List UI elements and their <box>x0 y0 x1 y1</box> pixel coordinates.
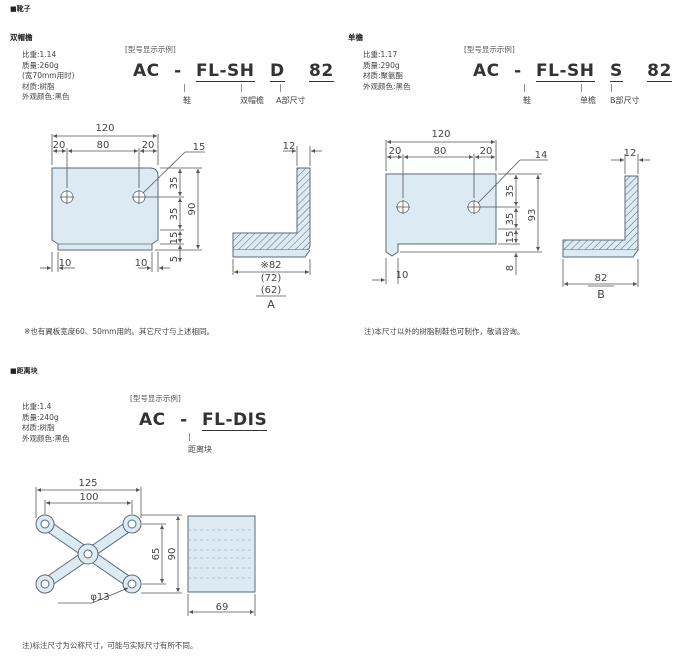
model-prefix: AC <box>139 410 166 430</box>
dim-62: (62) <box>261 285 282 296</box>
dim-35-mid: 35 <box>169 208 180 221</box>
sp-dim-100: 100 <box>79 492 98 503</box>
spec-line: 质量:260g <box>22 60 59 70</box>
sp-dim-phi13: φ13 <box>90 592 109 603</box>
s-dim-8: 8 <box>505 265 516 271</box>
dim-5: 5 <box>169 256 180 262</box>
model-part-size: 82 <box>647 61 672 82</box>
model-prefix: AC <box>473 61 500 81</box>
spec-line: 材质:树脂 <box>22 81 55 91</box>
dim-hole-15: 15 <box>193 142 206 153</box>
spec-line: 质量:240g <box>22 412 59 422</box>
single-specs: 比重:1.17 质量:290g 材质:聚氨酯 外观颜色:黑色 <box>363 50 411 92</box>
sp-dim-90: 90 <box>167 548 178 561</box>
spacer-front-view <box>35 487 182 604</box>
spec-line: 外观颜色:黑色 <box>22 92 70 101</box>
model-label-size: A部尺寸 <box>276 96 306 105</box>
dim-10-right: 10 <box>135 258 148 269</box>
sp-dim-69: 69 <box>216 602 229 613</box>
double-front-view <box>40 134 205 272</box>
single-subtitle: 单檐 <box>348 33 363 42</box>
s-dim-15: 15 <box>505 231 516 244</box>
section-title-shoe: ■靴子 <box>10 5 31 13</box>
model-dash: - <box>180 410 188 430</box>
dim-120: 120 <box>95 123 114 134</box>
spacer-model-code: AC - FL-DIS <box>139 410 268 431</box>
model-dash: - <box>514 61 522 81</box>
model-part-shoe: FL-SH <box>196 61 255 82</box>
dim-15: 15 <box>169 232 180 245</box>
s-dim-10: 10 <box>396 270 409 281</box>
dim-72: (72) <box>261 273 282 284</box>
s-dim-80: 80 <box>434 146 447 157</box>
dim-35-top: 35 <box>169 177 180 190</box>
dim-90: 90 <box>187 203 198 216</box>
model-label-type: 双帽檐 <box>240 96 264 105</box>
dim-80: 80 <box>97 140 110 151</box>
double-model-code: AC - FL-SH D 82 <box>133 61 334 82</box>
dim-20-left: 20 <box>53 140 66 151</box>
model-part-type: S <box>609 61 623 82</box>
single-model-code: AC - FL-SH S 82 <box>473 61 672 82</box>
model-prefix: AC <box>133 61 160 81</box>
s-dim-hole-14: 14 <box>535 150 548 161</box>
s-model-label-size: B部尺寸 <box>610 96 640 105</box>
s-dim-B: B <box>597 288 605 301</box>
spacer-model-hint: [型号显示示例] <box>130 394 181 403</box>
s-model-label-shoe: 鞋 <box>523 96 531 105</box>
s-dim-35-top: 35 <box>505 185 516 198</box>
model-part-type: D <box>269 61 285 82</box>
spec-line: 比重:1.4 <box>22 402 52 411</box>
sp-dim-125: 125 <box>78 478 97 489</box>
model-part-size: 82 <box>309 61 334 82</box>
section-title-spacer: ■距离块 <box>10 367 38 375</box>
spacer-side-view <box>187 515 256 616</box>
double-side-view <box>232 146 322 297</box>
spacer-specs: 比重:1.4 质量:240g 材质:树脂 外观颜色:黑色 <box>22 402 70 444</box>
s-dim-120: 120 <box>431 129 450 140</box>
spec-line: 比重:1.17 <box>363 50 398 59</box>
single-note: 注)本尺寸以外的树脂制鞋也可制作，敬请咨询。 <box>364 327 525 336</box>
model-dash: - <box>174 61 182 81</box>
double-note: ※也有翼板宽度60、50mm用的。其它尺寸与上述相同。 <box>24 327 214 336</box>
s-dim-35-mid: 35 <box>505 213 516 226</box>
footer-note: 注)标注尺寸为公称尺寸，可能与实际尺寸有所不同。 <box>22 641 198 650</box>
dim-20-right: 20 <box>142 140 155 151</box>
spec-line: 材质:聚氨酯 <box>363 71 404 80</box>
s-dim-12: 12 <box>624 148 637 159</box>
dim-12: 12 <box>283 141 296 152</box>
s-dim-93: 93 <box>527 209 538 222</box>
single-side-view <box>562 154 650 287</box>
single-model-hint: [型号显示示例] <box>464 45 515 54</box>
spec-line: 外观颜色:黑色 <box>22 433 70 443</box>
spec-line: (宽70mm用时) <box>22 71 75 80</box>
single-front-view <box>372 140 548 284</box>
spec-line: 比重:1.14 <box>22 50 57 59</box>
double-model-hint: [型号显示示例] <box>125 45 176 54</box>
model-part-spacer: FL-DIS <box>202 410 268 431</box>
spec-line: 质量:290g <box>363 60 400 70</box>
model-part-shoe: FL-SH <box>536 61 595 82</box>
s-dim-20-left: 20 <box>389 146 402 157</box>
double-specs: 比重:1.14 质量:260g (宽70mm用时) 材质:树脂 外观颜色:黑色 <box>22 50 75 103</box>
s-model-label-type: 单檐 <box>580 96 596 105</box>
spec-line: 材质:树脂 <box>22 423 55 432</box>
s-dim-82: 82 <box>595 273 608 284</box>
sp-dim-65: 65 <box>151 548 162 561</box>
dim-82: ※82 <box>260 260 281 271</box>
model-label-shoe: 鞋 <box>183 96 191 105</box>
spec-line: 外观颜色:黑色 <box>363 81 411 91</box>
dim-10-left: 10 <box>59 258 72 269</box>
s-dim-20-right: 20 <box>480 146 493 157</box>
sp-model-label: 距离块 <box>188 445 212 454</box>
dim-A: A <box>267 298 275 311</box>
double-subtitle: 双帽檐 <box>10 33 33 42</box>
